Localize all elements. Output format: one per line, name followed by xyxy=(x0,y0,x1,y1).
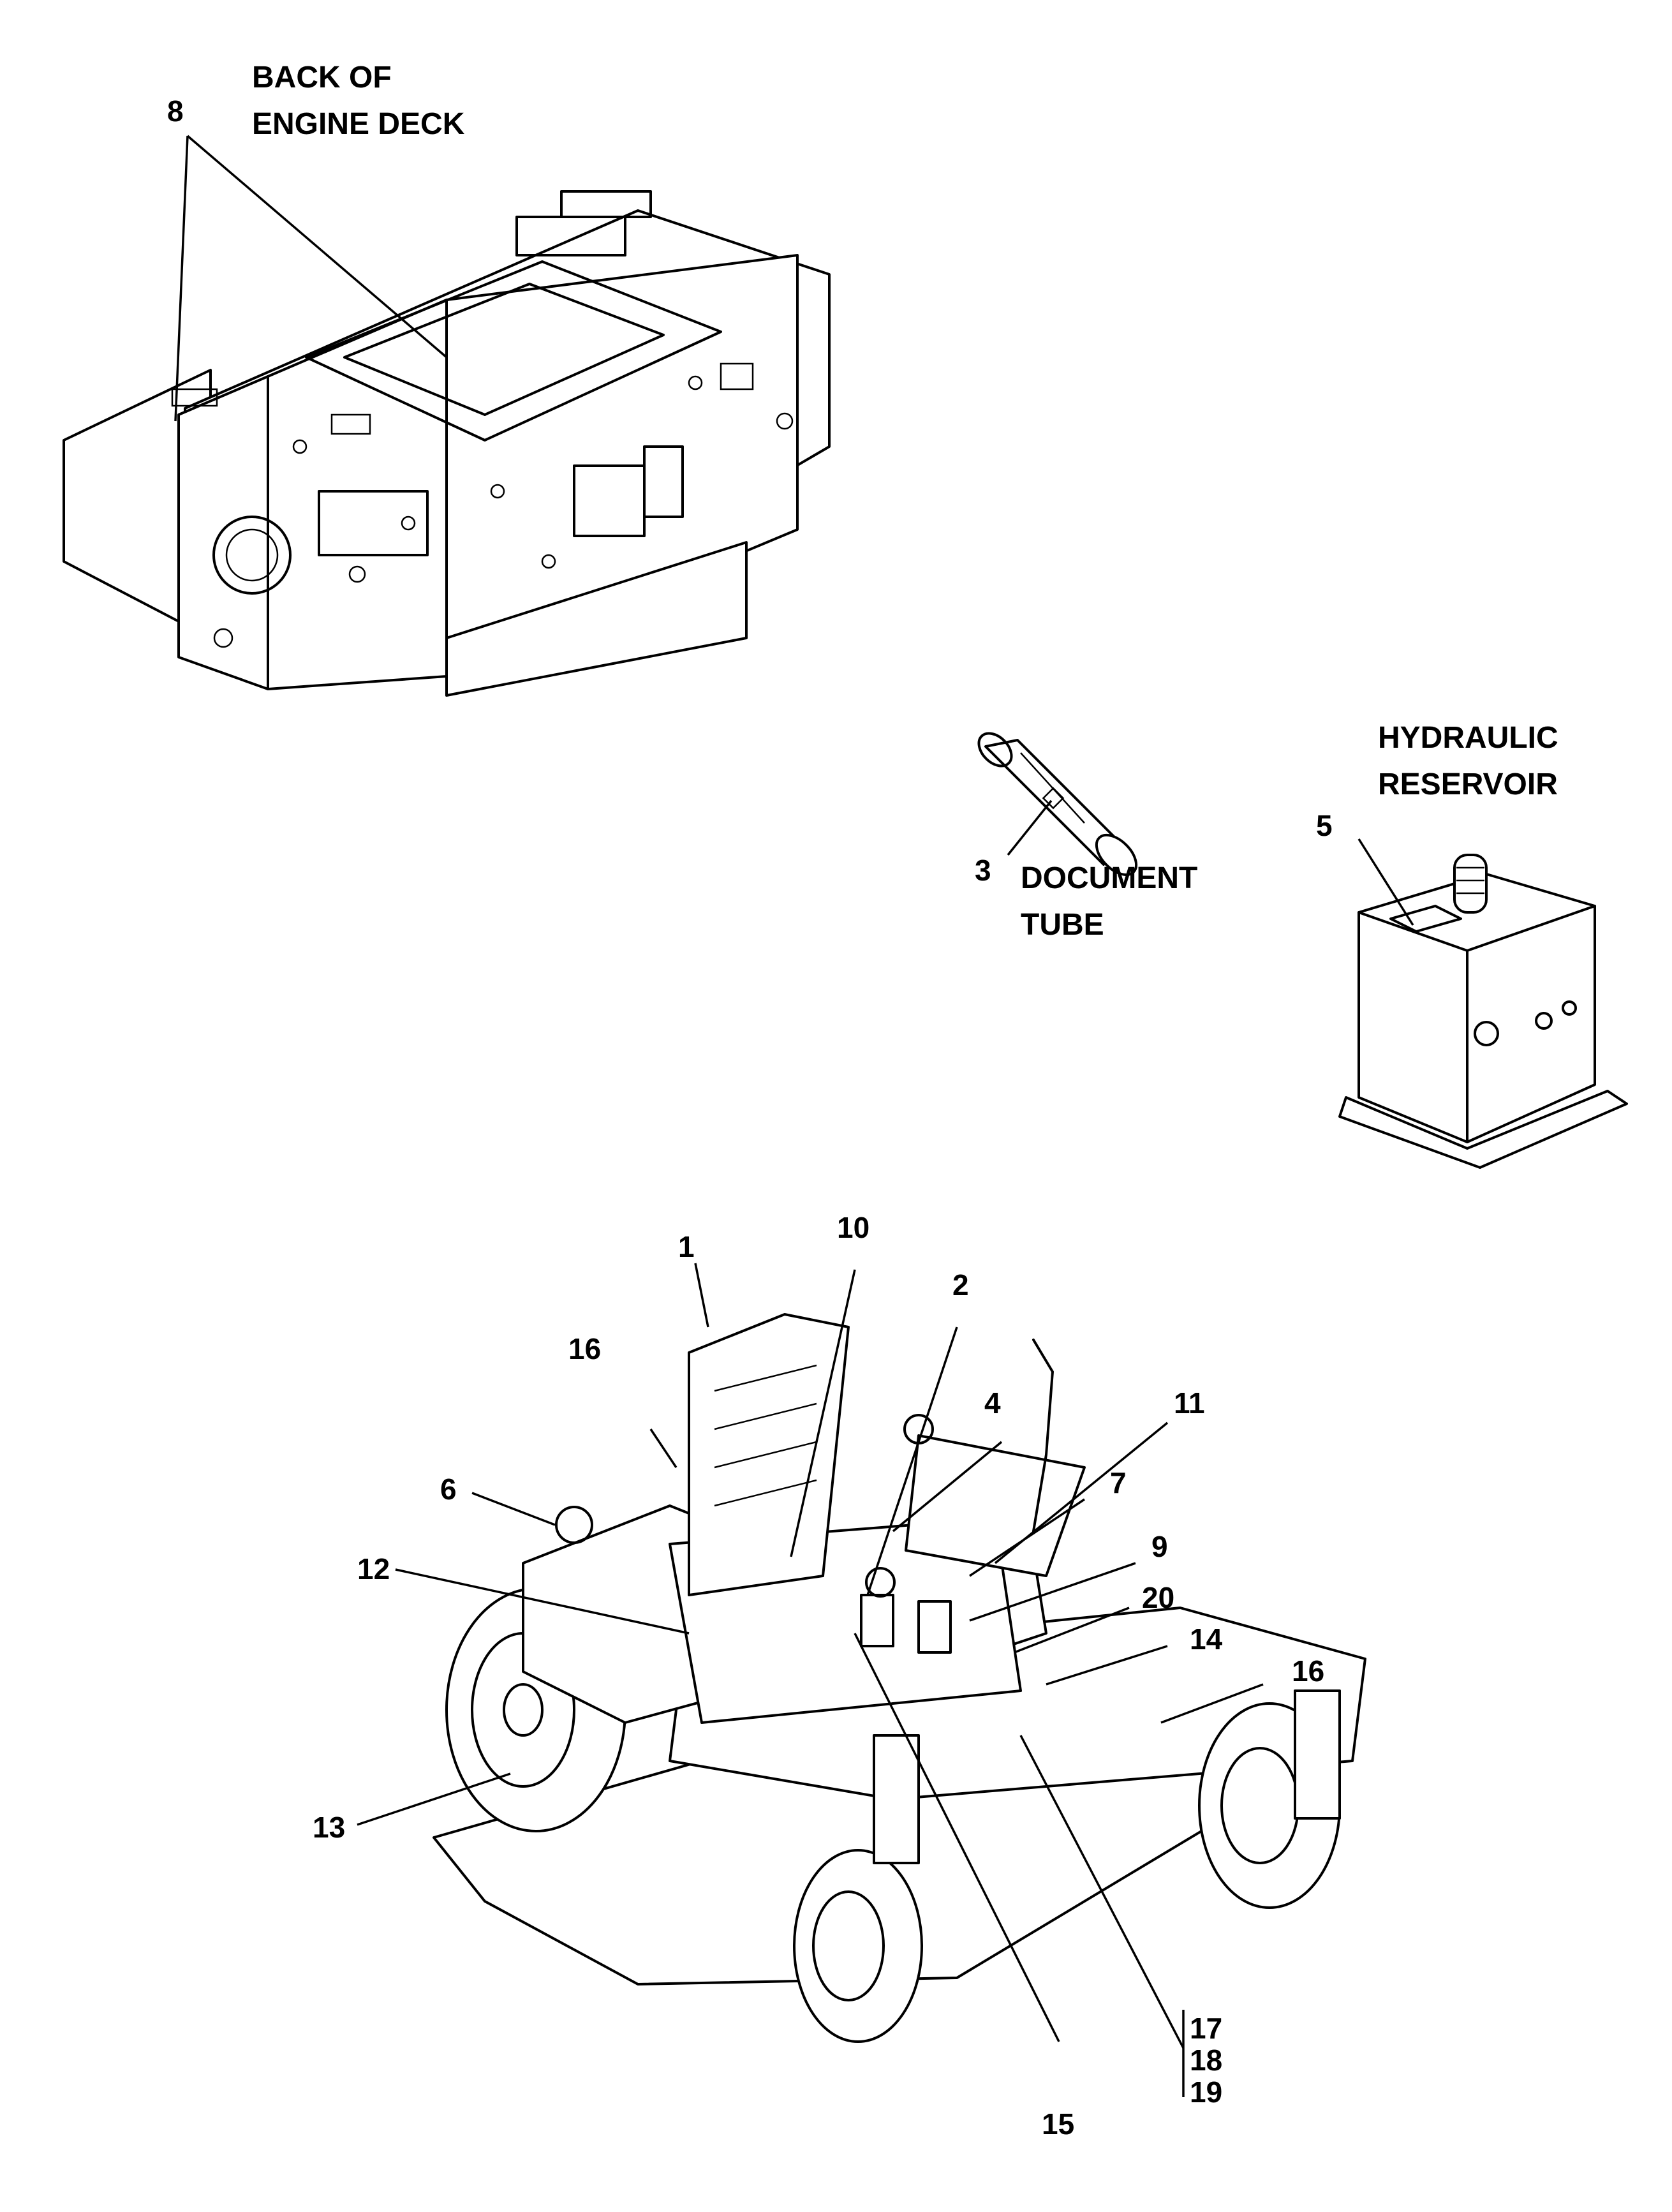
callout-4: 4 xyxy=(984,1386,1001,1420)
leader-15 xyxy=(854,1633,1060,2042)
leader-4 xyxy=(892,1441,1003,1533)
leader-3 xyxy=(1007,799,1053,856)
leader-12 xyxy=(395,1568,690,1635)
leader-9 xyxy=(969,1562,1136,1622)
callout-3: 3 xyxy=(975,854,991,887)
leader-1 xyxy=(694,1263,709,1328)
caption-hydraulic: HYDRAULIC xyxy=(1378,721,1558,755)
leader-14 xyxy=(1046,1645,1168,1686)
callout-18: 18 xyxy=(1190,2044,1222,2077)
callout-6: 6 xyxy=(440,1473,457,1506)
leader-5 xyxy=(1358,838,1414,926)
leader-20 xyxy=(1014,1607,1130,1654)
leader-13 xyxy=(357,1772,511,1826)
callout-16a: 16 xyxy=(568,1332,601,1365)
leader-10 xyxy=(790,1269,856,1557)
hydraulic-reservoir-drawing xyxy=(1338,854,1628,1169)
leader-2 xyxy=(866,1326,958,1596)
mower-drawing xyxy=(433,1313,1366,2043)
leader-16a xyxy=(649,1429,677,1468)
callout-8: 8 xyxy=(167,94,184,128)
caption-engine-deck: ENGINE DECK xyxy=(252,107,465,141)
callout-9: 9 xyxy=(1151,1530,1168,1563)
leader-8a xyxy=(174,135,189,422)
leader-6 xyxy=(471,1492,556,1526)
callout-11: 11 xyxy=(1174,1386,1205,1420)
callout-2: 2 xyxy=(952,1268,969,1302)
callout-20: 20 xyxy=(1142,1581,1174,1614)
callout-15: 15 xyxy=(1042,2107,1074,2141)
document-tube-drawing xyxy=(977,732,1138,877)
callout-17: 17 xyxy=(1190,2012,1222,2045)
leader-7 xyxy=(969,1498,1085,1577)
callout-13: 13 xyxy=(313,1811,345,1844)
callout-1: 1 xyxy=(678,1230,695,1263)
callout-10: 10 xyxy=(837,1211,869,1244)
callout-14: 14 xyxy=(1190,1622,1223,1656)
caption-reservoir: RESERVOIR xyxy=(1378,768,1558,801)
callout-7: 7 xyxy=(1110,1466,1127,1499)
callout-16b: 16 xyxy=(1292,1654,1324,1688)
caption-document: DOCUMENT xyxy=(1021,861,1197,895)
leader-16b xyxy=(1160,1683,1264,1724)
leader-17-19 xyxy=(1019,1735,1185,2049)
callout-12: 12 xyxy=(357,1552,390,1585)
callout-5: 5 xyxy=(1316,809,1333,842)
engine-deck-drawing xyxy=(63,190,831,697)
caption-tube: TUBE xyxy=(1021,908,1104,942)
leader-8b xyxy=(186,135,448,359)
callout-19: 19 xyxy=(1190,2075,1222,2109)
caption-back-of: BACK OF xyxy=(252,61,392,94)
